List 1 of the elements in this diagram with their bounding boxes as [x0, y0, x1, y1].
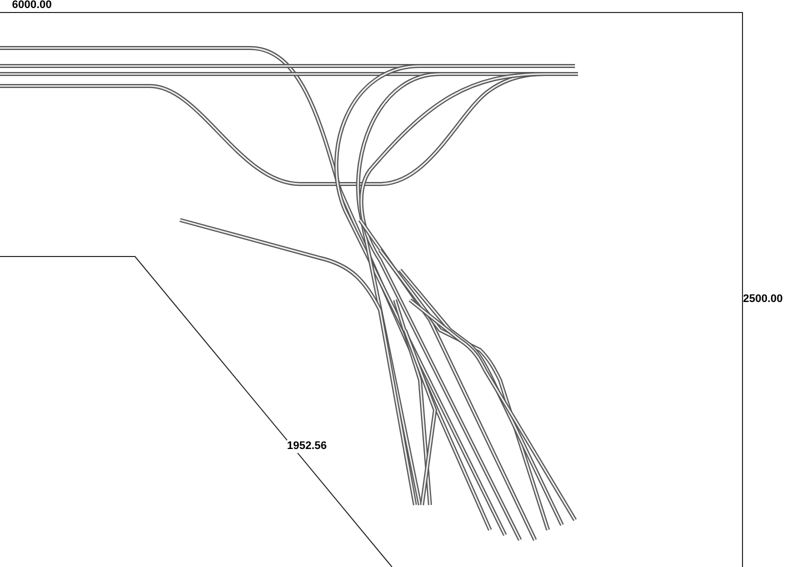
dimension-label: 1952.56 [287, 440, 327, 453]
